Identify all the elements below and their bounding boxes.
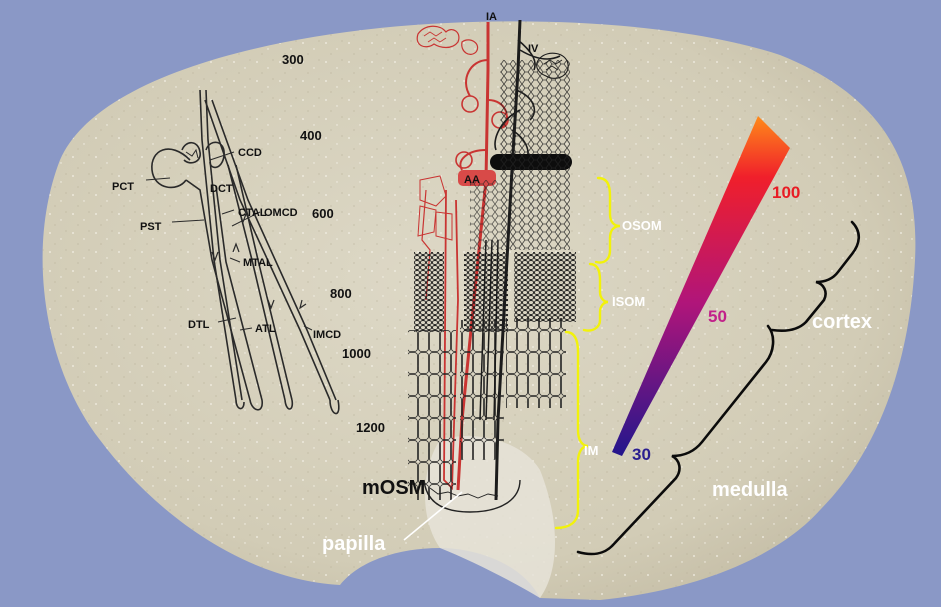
label-pst: PST [140,221,162,233]
label-dct: DCT [210,183,233,195]
depth-600: 600 [312,206,334,221]
label-mosm: mOSM [362,477,425,499]
label-aa: AA [464,174,480,186]
label-ccd: CCD [238,147,262,159]
label-mtal: MTAL [243,257,273,269]
label-imcd: IMCD [313,329,341,341]
gradient-label-30: 30 [632,445,651,464]
label-omcd: OMCD [264,207,298,219]
im-columns-left [408,330,456,500]
gradient-label-100: 100 [772,183,800,202]
label-ctal: CTAL [238,207,267,219]
depth-400: 400 [300,128,322,143]
label-isom: ISOM [612,294,645,309]
label-medulla: medulla [712,479,788,501]
depth-1200: 1200 [356,420,385,435]
label-dtl: DTL [188,319,210,331]
label-atl: ATL [255,323,276,335]
depth-1000: 1000 [342,346,371,361]
im-columns-right [506,318,566,408]
isom-bundle-left [414,252,444,332]
label-ia: IA [486,11,497,23]
cortical-capillary-network [500,60,570,250]
label-im: IM [584,443,598,458]
label-osom: OSOM [622,218,662,233]
gradient-label-50: 50 [708,307,727,326]
label-pct: PCT [112,181,134,193]
isom-bundle-right [514,252,576,322]
label-cortex: cortex [812,311,872,333]
depth-800: 800 [330,286,352,301]
label-papilla: papilla [322,533,386,555]
depth-300: 300 [282,52,304,67]
label-iv: IV [528,43,539,55]
